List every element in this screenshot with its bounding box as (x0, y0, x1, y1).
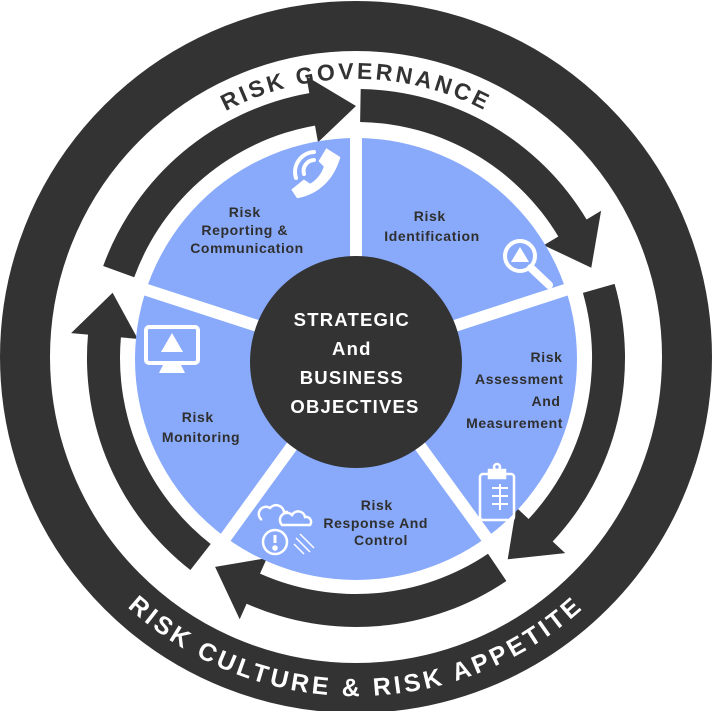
segment-assessment[interactable]: Risk Assessment And Measurement (466, 349, 568, 522)
segment-label-line: Measurement (466, 415, 563, 431)
cycle-arrow (71, 292, 211, 570)
segment-label-line: Communication (190, 240, 304, 256)
cloud-gear-alert-icon (257, 503, 315, 556)
center-line: STRATEGIC (294, 309, 410, 330)
monitor-warning-icon (144, 325, 200, 373)
segment-monitoring[interactable]: Risk Monitoring (144, 325, 240, 445)
svg-text:Risk Monitoring: Risk Monitoring (162, 409, 240, 445)
center-objectives: STRATEGIC And BUSINESS OBJECTIVES (250, 256, 462, 468)
segment-label-line: Response And (323, 515, 428, 531)
segment-label-line: Control (354, 532, 408, 548)
center-line: And (332, 338, 372, 359)
segment-label-line: Assessment (475, 371, 564, 387)
center-line: BUSINESS (300, 367, 404, 388)
segment-response[interactable]: Risk Response And Control (257, 497, 433, 556)
svg-text:Risk Assessment An: Risk Assessment And Measurement (466, 349, 568, 431)
center-line: OBJECTIVES (290, 396, 419, 417)
svg-text:Risk Identification: Risk Identification (384, 208, 480, 244)
cycle-arrow (103, 76, 356, 278)
segment-label-line: Risk (531, 349, 563, 365)
svg-text:Risk Response And: Risk Response And Control (323, 497, 432, 548)
cycle-arrow (360, 89, 602, 268)
segment-label-line: Risk (182, 409, 214, 425)
segment-label-line: Risk (414, 208, 446, 224)
magnifier-warning-icon (503, 239, 553, 289)
svg-text:Risk Reporting & C: Risk Reporting & Communication (190, 204, 304, 256)
segment-label-line: Risk (229, 204, 261, 220)
segment-label-line: Reporting & (201, 222, 288, 238)
cycle-arrow (507, 283, 626, 560)
phone-icon (291, 148, 341, 199)
segment-reporting[interactable]: Risk Reporting & Communication (190, 148, 341, 256)
segment-label-line: Risk (361, 497, 393, 513)
segment-identification[interactable]: Risk Identification (384, 208, 553, 289)
segment-label-line: And (531, 393, 560, 409)
svg-text:STRATEGIC And BUSI: STRATEGIC And BUSINESS OBJECTIVES (290, 309, 419, 417)
segment-label-line: Identification (384, 228, 480, 244)
clipboard-icon (478, 462, 516, 522)
segment-label-line: Monitoring (162, 429, 240, 445)
cycle-arrows (71, 76, 626, 627)
cycle-arrow (215, 553, 507, 627)
